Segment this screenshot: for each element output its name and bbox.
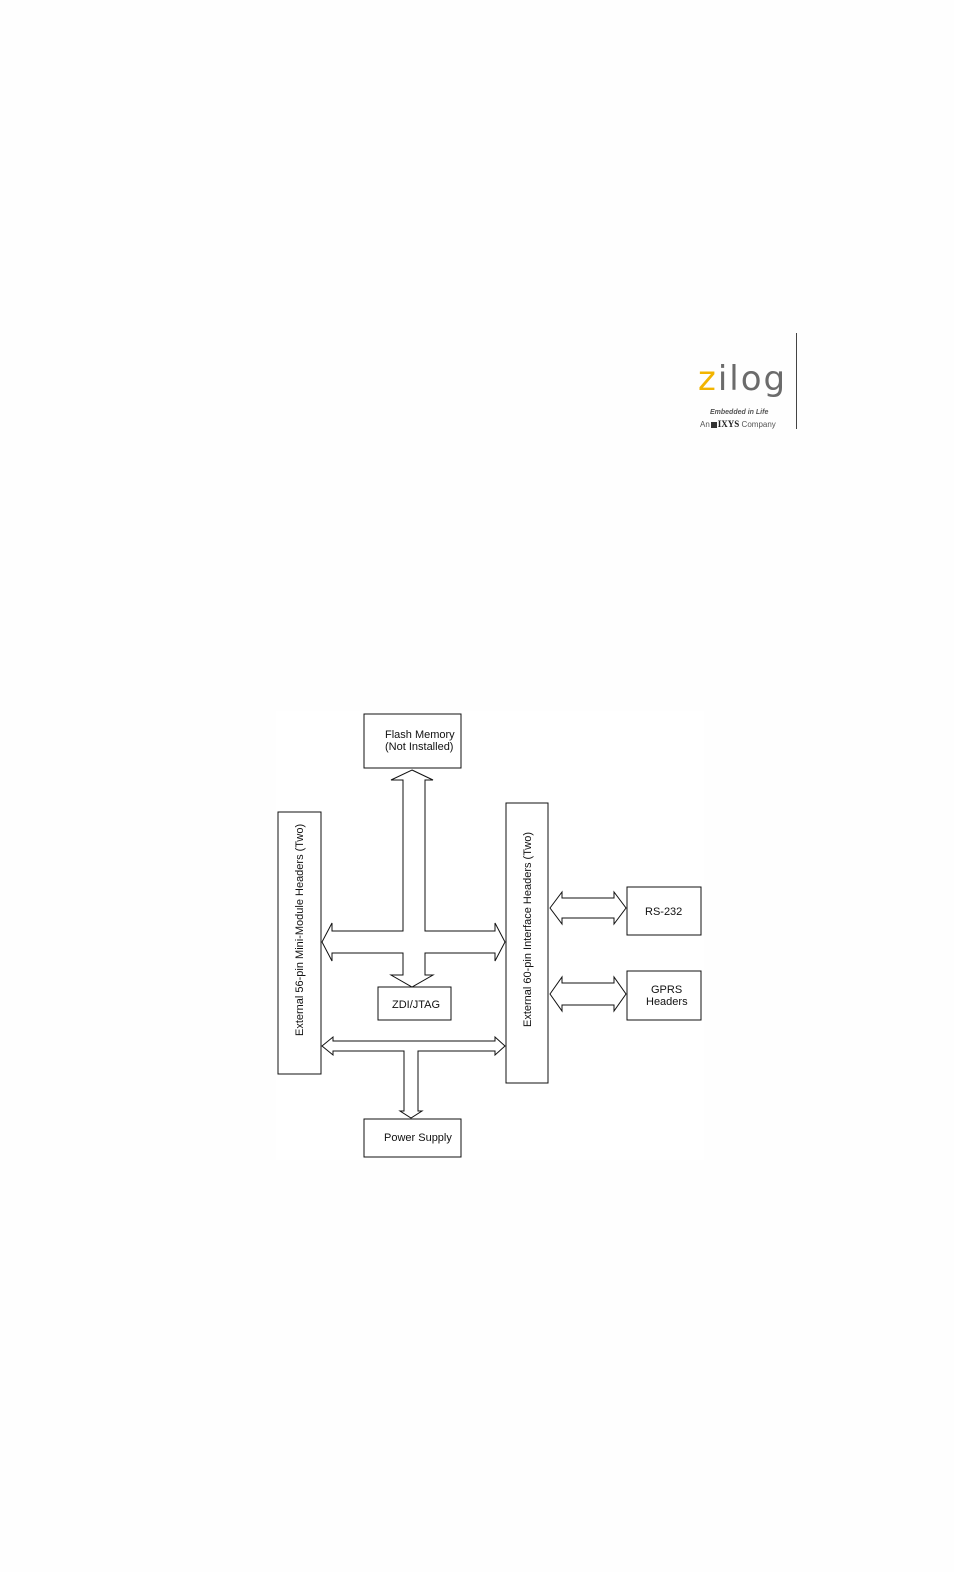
logo-tagline: Embedded in Life <box>710 409 769 416</box>
left-header-label: External 56-pin Mini-Module Headers (Two… <box>294 824 306 1036</box>
gprs-sublabel: Headers <box>646 996 688 1008</box>
logo-wordmark: zilog <box>698 359 788 399</box>
right-header-block <box>505 802 549 1084</box>
power-supply-label: Power Supply <box>384 1132 452 1144</box>
power-supply-block <box>363 1118 462 1158</box>
gprs-headers-block <box>626 970 702 1021</box>
right-header-label: External 60-pin Interface Headers (Two) <box>522 832 534 1027</box>
rs232-label: RS-232 <box>645 906 682 918</box>
rs232-arrow <box>549 890 627 926</box>
gprs-arrow <box>549 975 627 1013</box>
rs232-block <box>626 886 702 936</box>
gprs-label: GPRS <box>651 984 682 996</box>
flash-memory-block <box>363 713 462 769</box>
power-bus-arrow <box>321 1035 506 1119</box>
zdi-jtag-label: ZDI/JTAG <box>392 999 440 1011</box>
ixys-square-icon <box>710 421 717 428</box>
flash-memory-sublabel: (Not Installed) <box>385 741 453 753</box>
header-divider-line <box>796 333 797 429</box>
left-header-block <box>277 811 322 1075</box>
flash-memory-label: Flash Memory <box>385 729 455 741</box>
main-bus-arrow <box>321 769 506 988</box>
zdi-jtag-block <box>377 986 452 1021</box>
